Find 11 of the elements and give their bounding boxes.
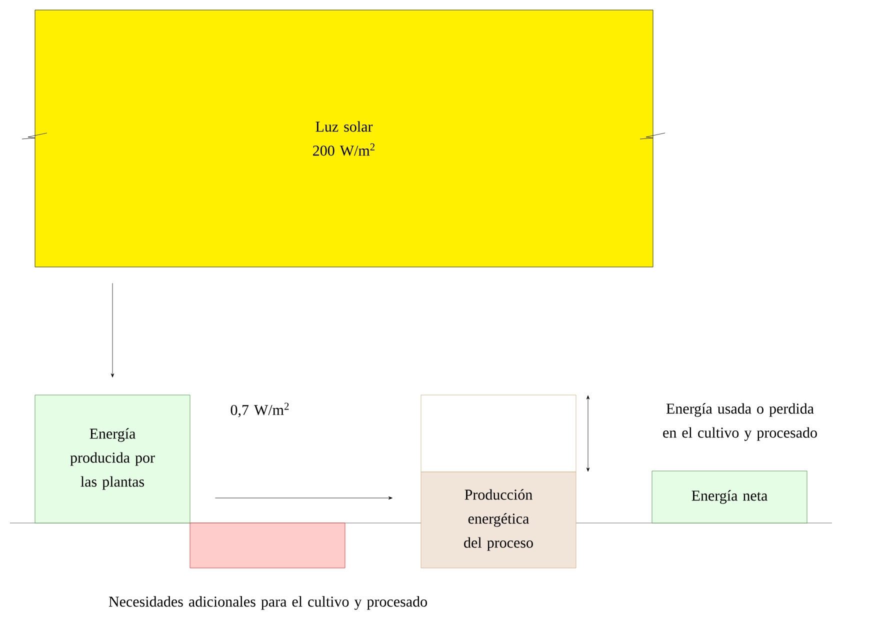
bar-box: [190, 522, 346, 568]
arrow: [110, 283, 114, 378]
annotation-text: Energía usada o perdida en el cultivo y procesado: [663, 403, 817, 441]
arrow: [215, 496, 392, 500]
node-caption: 0,7 W/m$^{2}$: [230, 402, 289, 418]
text-box: Energía producida por las plantas: [34, 394, 190, 524]
sunlight-box: Luz solar 200 W/m$^{2}$: [34, 10, 654, 268]
text-box: Energía neta: [652, 470, 808, 524]
text-box: Producción energética del proceso: [420, 472, 576, 568]
bar-box: [420, 394, 576, 472]
node-caption: Necesidades adicionales para el cultivo y procesado: [108, 596, 427, 610]
